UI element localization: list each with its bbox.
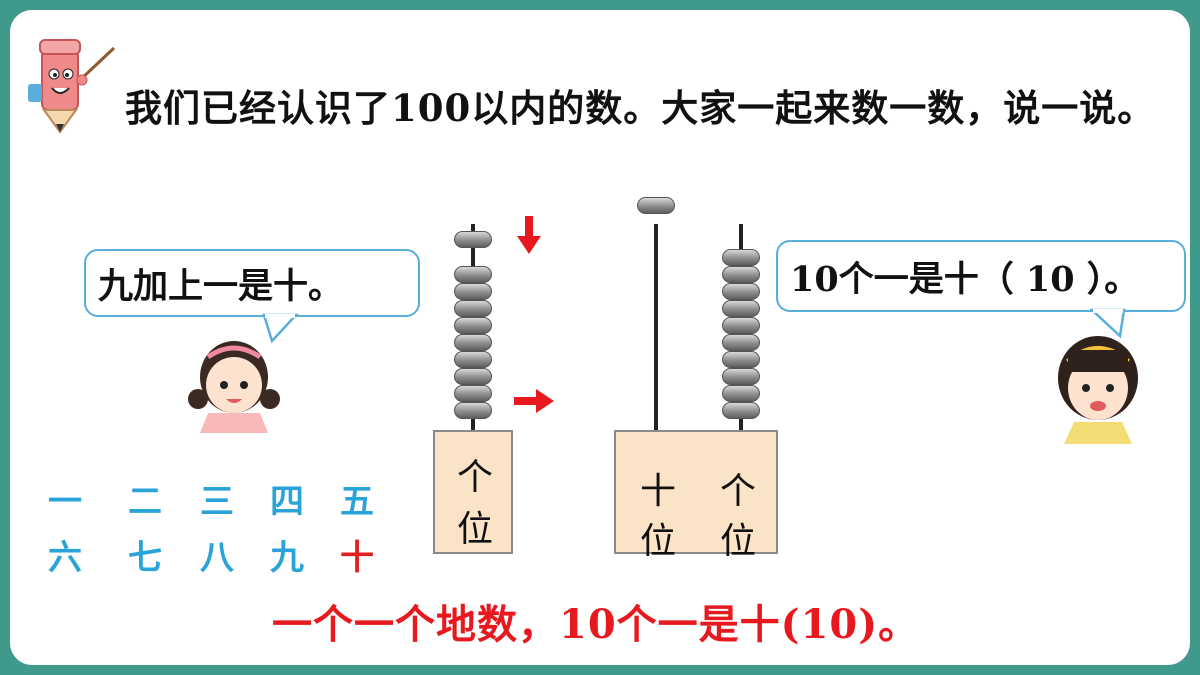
ones-label-bottom: 位 xyxy=(457,509,494,550)
girl-right-icon xyxy=(1058,336,1138,444)
tens-ones-base: 十 位 个 位 xyxy=(614,430,778,562)
ones-label2-bottom: 位 xyxy=(720,521,757,562)
arrow-right-icon xyxy=(514,389,554,413)
bead xyxy=(454,368,492,385)
digit-5: 五 xyxy=(340,482,374,522)
bead xyxy=(722,351,760,368)
right-speech-bubble: 10个一是十（ 10 ）。 xyxy=(776,240,1186,312)
tens-label-bottom: 位 xyxy=(640,521,677,562)
tens-rod xyxy=(654,224,658,430)
digit-4: 四 xyxy=(270,482,304,522)
bead xyxy=(454,402,492,419)
digit-10: 十 xyxy=(340,538,374,578)
bead xyxy=(454,317,492,334)
right-bubble-text: 10个一是十（ 10 ）。 xyxy=(790,258,1140,300)
bead xyxy=(454,334,492,351)
digit-9: 九 xyxy=(270,538,304,578)
digit-1: 一 xyxy=(48,482,82,522)
digit-3: 三 xyxy=(200,482,234,522)
left-bubble-tail-icon xyxy=(262,313,299,343)
left-bubble-text: 九加上一是十。 xyxy=(98,265,344,307)
bead xyxy=(722,283,760,300)
ones-base: 个 位 xyxy=(433,430,513,554)
slide-frame xyxy=(10,10,1190,665)
bead xyxy=(722,266,760,283)
title-text: 我们已经认识了100以内的数。大家一起来数一数，说一说。 xyxy=(125,86,1156,130)
right-bubble-tail-icon xyxy=(1090,308,1126,338)
bead xyxy=(722,368,760,385)
ones-label-top: 个 xyxy=(457,457,494,498)
bead xyxy=(454,266,492,283)
left-speech-bubble: 九加上一是十。 xyxy=(84,249,420,317)
arrow-down-icon xyxy=(517,216,541,254)
bead xyxy=(722,402,760,419)
digit-7: 七 xyxy=(128,538,162,578)
bead xyxy=(454,351,492,368)
girl-left-icon xyxy=(188,341,280,433)
bead xyxy=(722,317,760,334)
bead xyxy=(722,249,760,266)
summary-text: 一个一个地数，10个一是十(10)。 xyxy=(272,601,920,648)
pencil-mascot-icon xyxy=(28,39,116,134)
tens-bead xyxy=(637,197,675,214)
bead xyxy=(454,300,492,317)
digit-8: 八 xyxy=(200,538,234,578)
bead xyxy=(454,283,492,300)
tens-label-top: 十 xyxy=(640,471,677,512)
ones-label2-top: 个 xyxy=(720,471,757,512)
bead xyxy=(722,385,760,402)
moving-bead xyxy=(454,231,492,248)
bead xyxy=(722,300,760,317)
digit-6: 六 xyxy=(48,538,82,578)
bead xyxy=(722,334,760,351)
bead xyxy=(454,385,492,402)
digit-2: 二 xyxy=(128,482,162,522)
